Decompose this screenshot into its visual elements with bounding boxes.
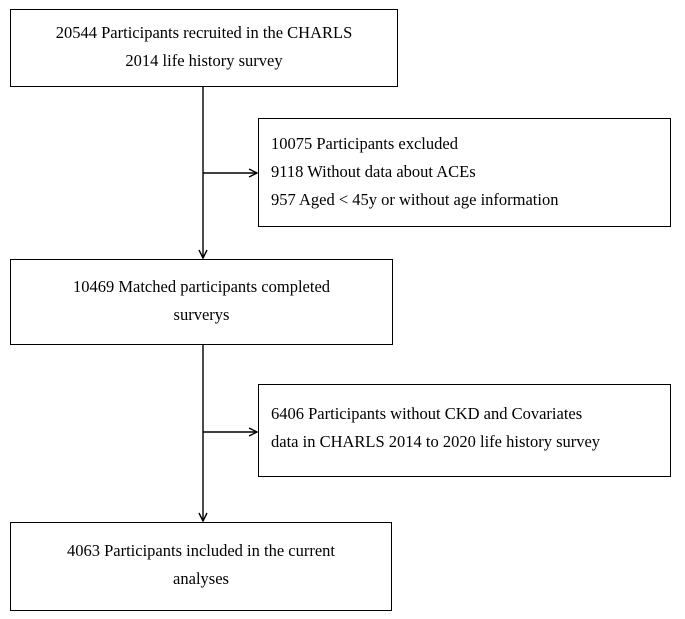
recruited-line-2: 2014 life history survey bbox=[125, 51, 283, 70]
without-ckd-line-2: data in CHARLS 2014 to 2020 life history… bbox=[271, 432, 601, 451]
excluded-line-1: 10075 Participants excluded bbox=[271, 134, 458, 153]
recruited-box: 20544 Participants recruited in the CHAR… bbox=[10, 9, 398, 87]
without-ckd-box: 6406 Participants without CKD and Covari… bbox=[258, 384, 671, 477]
recruited-line-1: 20544 Participants recruited in the CHAR… bbox=[55, 23, 353, 42]
excluded-line-2: 9118 Without data about ACEs bbox=[271, 162, 476, 181]
matched-line-2: surverys bbox=[173, 305, 230, 324]
without-ckd-line-1: 6406 Participants without CKD and Covari… bbox=[271, 404, 583, 423]
excluded-box: 10075 Participants excluded 9118 Without… bbox=[258, 118, 671, 227]
included-line-1: 4063 Participants included in the curren… bbox=[66, 541, 336, 560]
included-line-2: analyses bbox=[173, 569, 229, 588]
matched-box: 10469 Matched participants completed sur… bbox=[10, 259, 393, 345]
included-box: 4063 Participants included in the curren… bbox=[10, 522, 392, 611]
excluded-line-3: 957 Aged < 45y or without age informatio… bbox=[271, 190, 559, 209]
matched-line-1: 10469 Matched participants completed bbox=[72, 277, 331, 296]
